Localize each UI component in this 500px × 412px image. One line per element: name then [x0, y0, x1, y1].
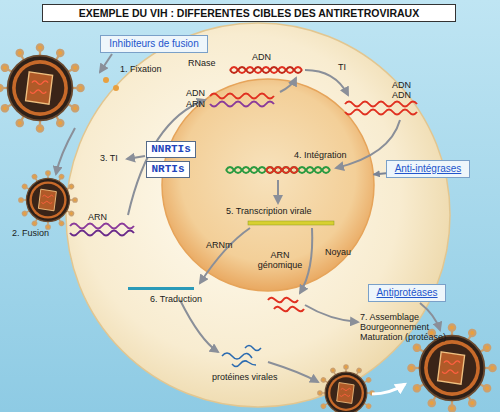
- drug-class-box: Inhibiteurs de fusion: [100, 35, 208, 53]
- nucleus-shape: [162, 79, 374, 291]
- protein-squiggle: [232, 361, 256, 367]
- step-label: protéines virales: [212, 372, 278, 382]
- rna-strand: [70, 231, 134, 236]
- drug-class-box: Anti-intégrases: [386, 160, 470, 178]
- step-label: 2. Fusion: [12, 228, 49, 238]
- pointer-arrow: [100, 54, 112, 72]
- dna-strand: [345, 110, 417, 115]
- step-label: 1. Fixation: [120, 64, 162, 74]
- pointer-arrow: [127, 156, 145, 159]
- gp120-particle: [113, 85, 119, 91]
- node-text: Antiprotéases: [369, 285, 445, 301]
- drug-class-box: NNRTIs: [146, 141, 196, 158]
- step-label: 6. Traduction: [150, 294, 202, 304]
- cycle-arrow: [305, 305, 358, 322]
- step-label: ADN: [186, 88, 205, 98]
- cycle-arrow: [56, 128, 75, 174]
- drug-class-box: Antiprotéases: [368, 284, 446, 302]
- step-label: 4. Intégration: [294, 150, 347, 160]
- step-label: 3. TI: [100, 153, 118, 163]
- dna-strand: [230, 67, 302, 73]
- step-label: ARNm: [206, 240, 233, 250]
- genomic-rna: [268, 298, 298, 303]
- genomic-rna: [274, 307, 304, 312]
- step-label: ADN: [392, 90, 411, 100]
- inhibition-arrow: [373, 173, 386, 174]
- step-label: ARN génomique: [255, 250, 305, 270]
- node-text: Noyau: [325, 247, 351, 257]
- step-label: TI: [338, 62, 346, 72]
- cell-membrane: [66, 23, 450, 407]
- fusing-virion: [19, 171, 77, 229]
- step-label: ARN: [186, 99, 205, 109]
- cycle-arrow: [180, 300, 218, 352]
- step-label: ADN: [252, 52, 271, 62]
- drug-class-box: NRTIs: [146, 161, 190, 178]
- protein-squiggle: [245, 346, 261, 351]
- protein-squiggle: [222, 353, 252, 359]
- gp120-particle: [103, 77, 109, 83]
- rna-strand: [70, 224, 134, 229]
- node-text: Inhibiteurs de fusion: [101, 36, 207, 52]
- transcript-bar: [248, 221, 334, 225]
- release-arrow: [372, 384, 405, 394]
- step-label: RNase: [188, 58, 216, 68]
- node-text: NNRTIs: [147, 142, 195, 157]
- step-label: 5. Transcription virale: [226, 206, 312, 216]
- cycle-arrow: [277, 180, 279, 203]
- node-text: Anti-intégrases: [387, 161, 469, 177]
- dna-strand: [345, 102, 417, 107]
- title-text: EXEMPLE DU VIH : DIFFERENTES CIBLES DES …: [79, 7, 419, 19]
- dna-strand: [230, 67, 302, 73]
- title-box: EXEMPLE DU VIH : DIFFERENTES CIBLES DES …: [42, 4, 456, 22]
- mrna-line: [128, 287, 194, 290]
- node-text: NRTIs: [147, 162, 189, 177]
- step-label: ADN: [392, 80, 411, 90]
- budding-virion: [318, 365, 374, 412]
- hiv-virion: [0, 44, 84, 131]
- step-label: ARN: [88, 212, 107, 222]
- step-label: 7. Assemblage Bourgeonnement Maturation …: [360, 312, 460, 342]
